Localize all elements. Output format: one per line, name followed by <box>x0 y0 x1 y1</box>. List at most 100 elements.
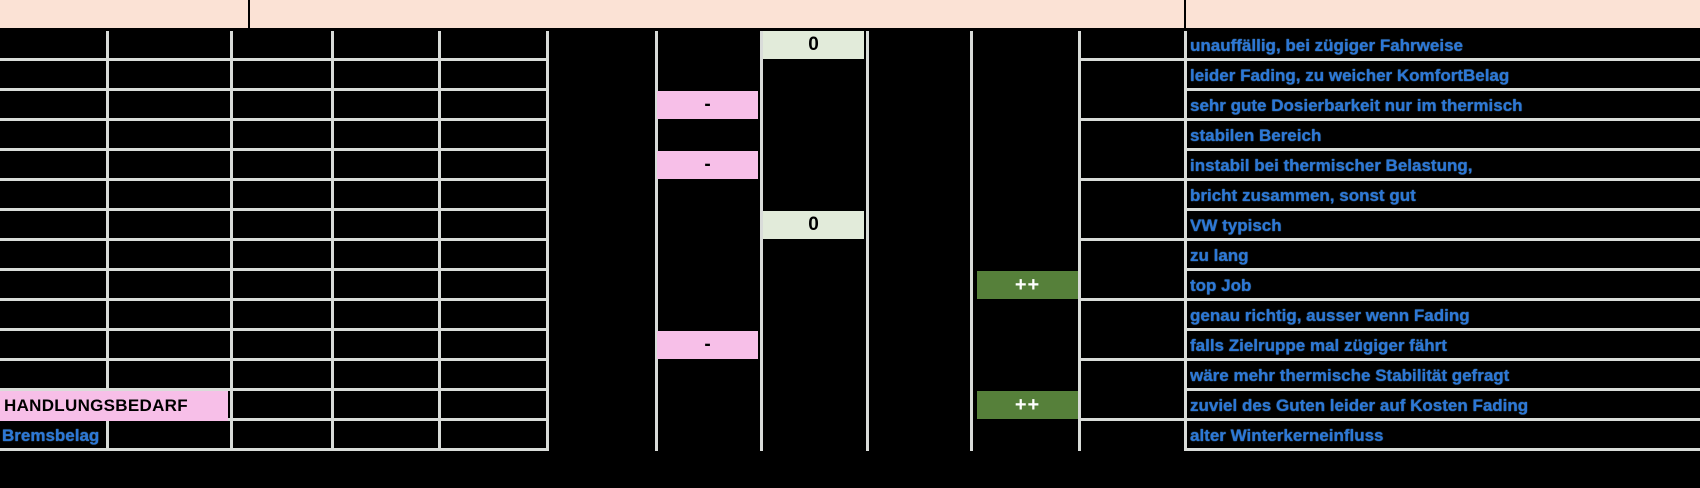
grid-hline <box>109 298 230 301</box>
grid-vline <box>230 91 233 121</box>
grid-vline <box>970 181 973 211</box>
grid-hline <box>441 388 548 391</box>
comment-cell[interactable]: wäre mehr thermische Stabilität gefragt <box>1190 366 1510 385</box>
comment-cell[interactable]: genau richtig, ausser wenn Fading <box>1190 306 1470 325</box>
grid-vline <box>230 301 233 331</box>
grid-hline <box>1080 178 1184 181</box>
bremsbelag-label[interactable]: Bremsbelag <box>2 426 100 445</box>
grid-vline <box>331 331 334 361</box>
grid-hline <box>0 178 106 181</box>
grid-vline <box>760 91 763 121</box>
grid-vline <box>1078 421 1081 451</box>
grid-hline <box>233 118 331 121</box>
grid-vline <box>970 121 973 151</box>
grid-vline <box>230 181 233 211</box>
grid-hline <box>0 328 106 331</box>
handlungsbedarf-label[interactable]: HANDLUNGSBEDARF <box>0 391 228 421</box>
grid-hline <box>233 58 331 61</box>
grid-vline <box>106 241 109 271</box>
comment-cell[interactable]: alter Winterkerneinfluss <box>1190 426 1384 445</box>
comment-cell[interactable]: unauffällig, bei zügiger Fahrweise <box>1190 36 1463 55</box>
grid-hline <box>233 418 331 421</box>
grid-vline <box>970 241 973 271</box>
grid-vline <box>1078 31 1081 61</box>
comment-cell[interactable]: top Job <box>1190 276 1252 295</box>
grid-vline <box>331 61 334 91</box>
grid-vline <box>1184 151 1187 181</box>
grid-hline <box>0 268 106 271</box>
grid-hline <box>441 118 548 121</box>
grid-vline <box>106 61 109 91</box>
grid-hline <box>0 298 106 301</box>
grid-hline <box>233 388 331 391</box>
grid-vline <box>331 391 334 421</box>
grid-vline <box>655 31 658 61</box>
grid-hline <box>441 208 548 211</box>
grid-vline <box>866 211 869 241</box>
grid-vline <box>106 271 109 301</box>
grid-hline <box>334 358 438 361</box>
grid-vline <box>1078 181 1081 211</box>
grid-vline <box>230 121 233 151</box>
grid-vline <box>760 241 763 271</box>
grid-vline <box>546 61 549 91</box>
header-segment-criteria <box>250 0 1184 28</box>
comment-cell[interactable]: leider Fading, zu weicher KomfortBelag <box>1190 66 1510 85</box>
grid-vline <box>1184 391 1187 421</box>
rating-badge-negative[interactable]: - <box>657 331 758 359</box>
grid-vline <box>866 31 869 61</box>
grid-hline <box>233 298 331 301</box>
comment-cell[interactable]: zu lang <box>1190 246 1249 265</box>
grid-vline <box>1078 301 1081 331</box>
grid-vline <box>760 301 763 331</box>
grid-vline <box>866 181 869 211</box>
grid-vline <box>230 421 233 451</box>
grid-vline <box>546 211 549 241</box>
grid-hline <box>1080 58 1184 61</box>
rating-badge-neutral[interactable]: 0 <box>763 211 864 239</box>
grid-vline <box>106 151 109 181</box>
grid-vline <box>655 421 658 451</box>
grid-hline <box>109 448 230 451</box>
grid-hline <box>233 208 331 211</box>
grid-hline <box>334 58 438 61</box>
comment-cell[interactable]: VW typisch <box>1190 216 1282 235</box>
rating-badge-neutral[interactable]: 0 <box>763 31 864 59</box>
grid-vline <box>655 61 658 91</box>
grid-vline <box>546 301 549 331</box>
grid-vline <box>760 391 763 421</box>
grid-hline <box>233 328 331 331</box>
grid-hline <box>233 238 331 241</box>
grid-hline <box>334 178 438 181</box>
comment-cell[interactable]: instabil bei thermischer Belastung, <box>1190 156 1473 175</box>
grid-hline <box>109 118 230 121</box>
grid-vline <box>438 361 441 391</box>
grid-hline <box>1186 298 1700 301</box>
grid-vline <box>331 31 334 61</box>
grid-vline <box>230 271 233 301</box>
grid-vline <box>866 271 869 301</box>
grid-vline <box>546 151 549 181</box>
grid-hline <box>1186 58 1700 61</box>
grid-vline <box>546 361 549 391</box>
rating-badge-positive[interactable]: ++ <box>977 271 1078 299</box>
grid-hline <box>109 328 230 331</box>
grid-vline <box>970 61 973 91</box>
grid-vline <box>1184 421 1187 451</box>
rating-badge-negative[interactable]: - <box>657 151 758 179</box>
grid-vline <box>106 181 109 211</box>
grid-vline <box>970 91 973 121</box>
rating-badge-negative[interactable]: - <box>657 91 758 119</box>
comment-cell[interactable]: stabilen Bereich <box>1190 126 1322 145</box>
grid-vline <box>438 181 441 211</box>
grid-hline <box>441 418 548 421</box>
grid-vline <box>866 361 869 391</box>
comment-cell[interactable]: sehr gute Dosierbarkeit nur im thermisch <box>1190 96 1523 115</box>
rating-badge-positive[interactable]: ++ <box>977 391 1078 419</box>
comment-cell[interactable]: bricht zusammen, sonst gut <box>1190 186 1416 205</box>
grid-hline <box>0 58 106 61</box>
grid-vline <box>546 421 549 451</box>
comment-cell[interactable]: zuviel des Guten leider auf Kosten Fadin… <box>1190 396 1529 415</box>
comment-cell[interactable]: falls Zielruppe mal zügiger fährt <box>1190 336 1447 355</box>
grid-vline <box>1078 151 1081 181</box>
